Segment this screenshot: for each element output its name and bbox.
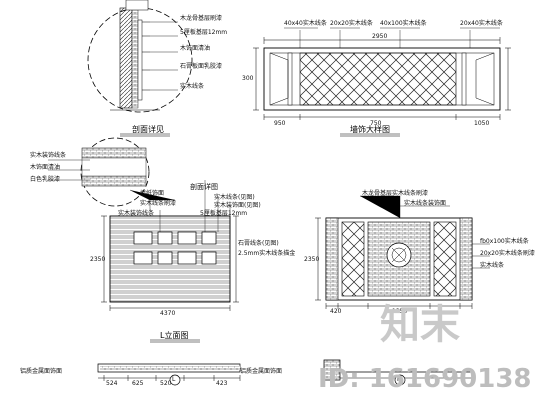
zoom-tag: 剖面详图	[190, 183, 218, 191]
left-dim: 4370	[160, 310, 176, 317]
left-upper-label: 实木装饰线条	[118, 210, 155, 217]
plan-right	[323, 359, 472, 381]
right-label: 木龙骨基层实木线条刷漆	[362, 190, 429, 197]
elev-left-title: L立面图	[160, 331, 189, 340]
bottom-dim: 625	[132, 380, 144, 387]
detail-title: 墙饰大样图	[350, 125, 390, 134]
right-label: 20x20实木线条刷漆	[480, 250, 535, 257]
detail-label: 20x20实木线条	[330, 20, 373, 27]
watermark-id: ID: 161690138	[318, 364, 532, 394]
section-label: 木饰面清油	[180, 45, 211, 52]
marker-l	[169, 374, 181, 386]
left-label: 实木线条刷漆	[140, 200, 177, 207]
left-elev-label: 实木线条(见图)	[214, 194, 255, 201]
marker-r	[394, 374, 406, 386]
elevation-right	[315, 195, 490, 309]
left-label: 木饰面清油	[30, 164, 61, 171]
section-label: 木龙骨基层刷漆	[180, 15, 223, 22]
left-label: 墙纸饰面	[140, 190, 165, 197]
bottom-label: 铝质金属面饰面	[20, 368, 63, 375]
right-label: 实木线条	[480, 262, 505, 269]
elevation-left	[101, 180, 239, 311]
left-elev-label: 石膏线条(见图)	[238, 240, 279, 247]
section-detail	[87, 0, 193, 113]
left-upper-label: 5厘板基层12mm	[200, 210, 248, 217]
marker-l-text: L	[172, 376, 176, 383]
right-dim: 420	[330, 308, 342, 315]
detail-label: 40x100实木线条	[380, 20, 427, 27]
left-label: 实木装饰线条	[30, 152, 67, 159]
wall-detail	[253, 27, 511, 120]
right-label: fb0x100实木线条	[480, 238, 529, 245]
left-dim: 2350	[90, 256, 106, 263]
bottom-dim: 524	[106, 380, 118, 387]
left-elev-label: 实木装饰面(见图)	[214, 202, 261, 209]
section-label: 石膏板面乳胶漆	[180, 63, 223, 70]
right-label: 实木线条装饰面	[404, 200, 447, 207]
bottom-dim: 520	[160, 380, 172, 387]
detail-dim: 300	[242, 75, 254, 82]
marker-r-text: R	[397, 376, 402, 383]
detail-label: 20x40实木线条	[460, 20, 503, 27]
detail-dim: 750	[370, 120, 382, 127]
plan-left	[97, 363, 241, 381]
section-title: 剖面详见	[132, 125, 164, 134]
zoom-detail	[48, 137, 175, 210]
right-dim: 2350	[304, 256, 320, 263]
watermark-logo: 知末	[380, 302, 460, 348]
detail-dim: 950	[274, 120, 286, 127]
detail-dim: 1050	[474, 120, 490, 127]
section-label: 实木线条	[180, 83, 205, 90]
bottom-label: 铝质金属面饰面	[240, 368, 283, 375]
left-label: 白色乳胶漆	[30, 176, 61, 183]
bottom-dim: 423	[216, 380, 228, 387]
detail-label: 40x40实木线条	[284, 20, 327, 27]
section-label: 5厘板基层12mm	[180, 29, 228, 36]
detail-dim: 2950	[372, 33, 388, 40]
right-dim: 1350	[392, 308, 408, 315]
left-elev-label: 2.5mm实木线条描金	[238, 250, 296, 257]
